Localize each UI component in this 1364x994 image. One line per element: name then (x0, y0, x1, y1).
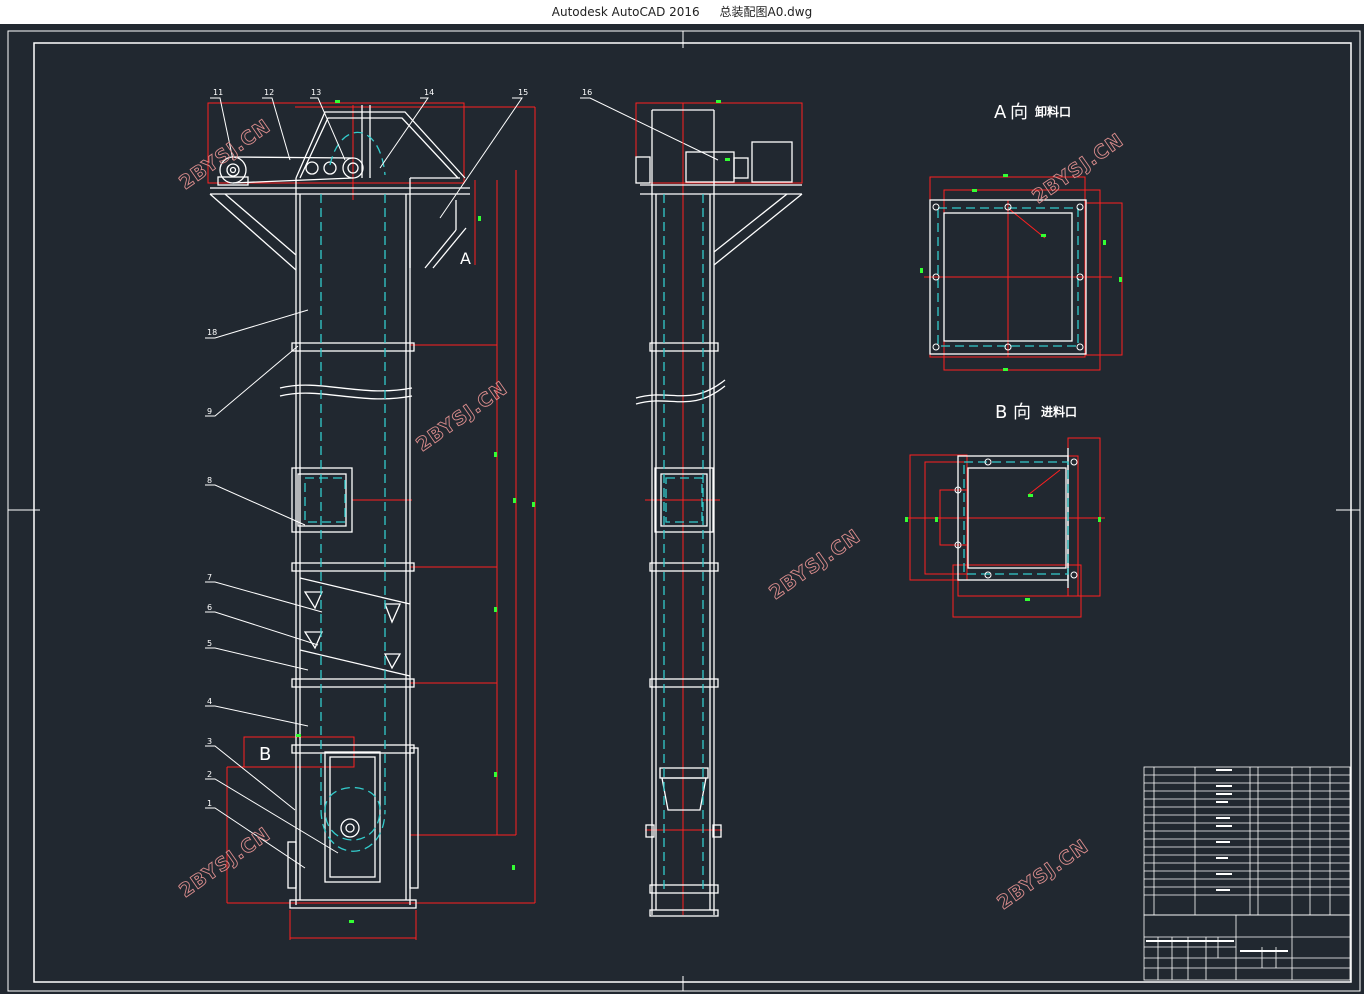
watermark-6: 2BYSJ.CN (993, 835, 1093, 914)
part-label-18: 18 (207, 328, 217, 337)
part-label-2: 2 (207, 770, 212, 779)
cad-drawing[interactable]: A B 11 12 13 14 15 16 18 9 8 7 6 5 4 3 2 (0, 24, 1364, 994)
view-callout-b: B (259, 744, 271, 765)
part-label-3: 3 (207, 737, 212, 746)
part-number-labels: 11 12 13 14 15 16 18 9 8 7 6 5 4 3 2 1 (207, 88, 592, 808)
view-callout-a: A (460, 249, 471, 268)
view-b-caption: 进料口 (1041, 404, 1077, 419)
view-b-title: B 向 进料口 (995, 402, 1077, 423)
front-view-hidden-lines (304, 131, 386, 852)
view-a-caption: 卸料口 (1035, 104, 1071, 119)
watermark-4: 2BYSJ.CN (1028, 129, 1128, 208)
window-title-bar: Autodesk AutoCAD 2016 总装配图A0.dwg (0, 0, 1364, 24)
front-view (207, 102, 536, 940)
side-view (635, 102, 803, 917)
part-label-15: 15 (518, 88, 528, 97)
view-a-title: A 向 卸料口 (994, 102, 1071, 123)
part-label-9: 9 (207, 407, 212, 416)
part-label-8: 8 (207, 476, 212, 485)
part-label-11: 11 (213, 88, 223, 97)
title-block-text-marks (1146, 769, 1288, 952)
title-block (1143, 766, 1351, 981)
app-name: Autodesk AutoCAD 2016 (551, 5, 700, 19)
part-label-7: 7 (207, 573, 212, 582)
part-label-4: 4 (207, 697, 212, 706)
drawing-frame (7, 30, 1361, 992)
view-a-direction: 向 (1010, 102, 1028, 123)
part-label-16: 16 (582, 88, 592, 97)
drawing-canvas[interactable]: A B 11 12 13 14 15 16 18 9 8 7 6 5 4 3 2 (0, 24, 1364, 994)
view-a (924, 176, 1123, 371)
view-b-direction: 向 (1013, 402, 1031, 423)
part-label-14: 14 (424, 88, 434, 97)
view-b-letter: B (995, 402, 1007, 423)
part-label-12: 12 (264, 88, 274, 97)
part-label-1: 1 (207, 799, 212, 808)
view-b (905, 437, 1105, 618)
front-view-dimensions (207, 102, 536, 940)
watermark-3: 2BYSJ.CN (765, 525, 865, 604)
dimension-value-marks (296, 100, 1122, 923)
part-label-13: 13 (311, 88, 321, 97)
front-view-outline (209, 105, 470, 909)
view-a-letter: A (994, 102, 1007, 123)
leader-lines (205, 97, 719, 869)
file-name: 总装配图A0.dwg (719, 5, 813, 19)
watermark-5: 2BYSJ.CN (175, 823, 275, 902)
part-label-6: 6 (207, 603, 212, 612)
part-label-5: 5 (207, 639, 212, 648)
